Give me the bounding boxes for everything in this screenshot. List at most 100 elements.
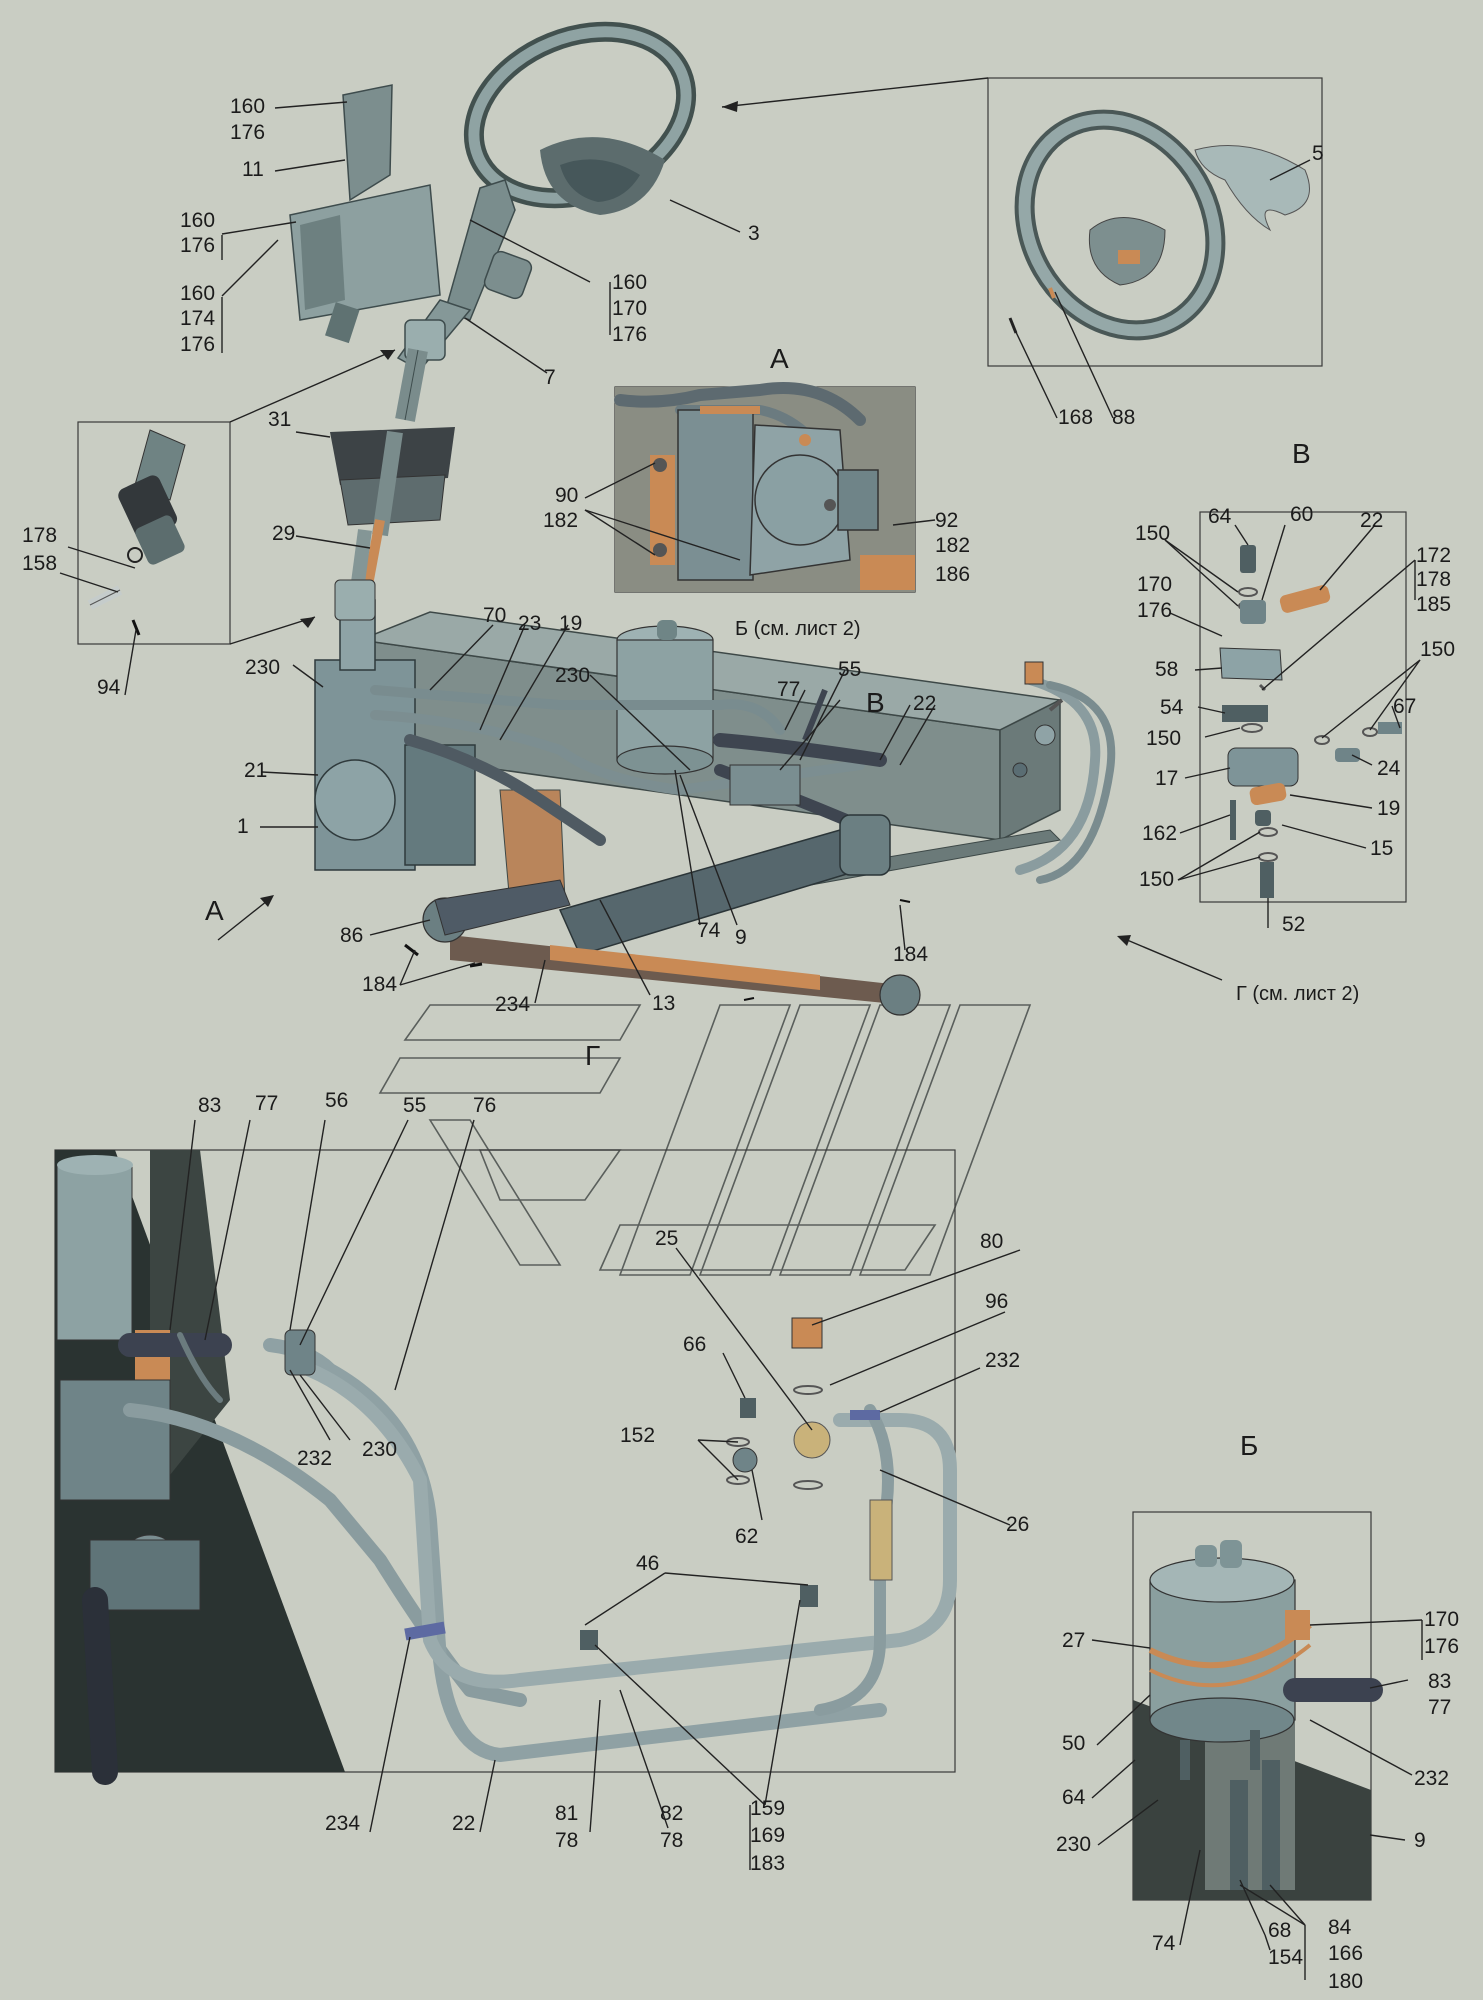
label-19: 19 [1377,797,1400,820]
view-a-arrow [217,896,273,941]
label-78: 78 [555,1829,578,1852]
label-176: 176 [612,323,647,346]
steering-column [395,179,533,422]
label-55: 55 [838,658,861,681]
wheel-detail-frame [987,77,1323,367]
label-1: 1 [237,815,249,838]
view-b-title: Б [1240,1430,1258,1461]
label-67: 67 [1393,695,1416,718]
label-5: 5 [1312,142,1324,165]
label-94: 94 [97,676,121,699]
label-168: 168 [1058,406,1093,429]
label-96: 96 [985,1290,1008,1313]
label-176: 176 [180,333,215,356]
label-88: 88 [1112,406,1135,429]
label-152: 152 [620,1424,655,1447]
label-90: 90 [555,484,578,507]
label-92: 92 [935,509,958,532]
label-186: 186 [935,563,970,586]
label-183: 183 [750,1852,785,1875]
steering-wheel [463,21,697,215]
label-158: 158 [22,552,57,575]
label-160: 160 [230,95,265,118]
label-29: 29 [272,522,295,545]
label-54: 54 [1160,696,1184,719]
label-150: 150 [1420,638,1455,661]
label-230: 230 [555,664,590,687]
label-25: 25 [655,1227,678,1250]
view-b-reference: Б (см. лист 2) [735,618,861,640]
label-185: 185 [1416,593,1451,616]
label-77: 77 [777,678,800,701]
label-17: 17 [1155,767,1178,790]
label-230: 230 [245,656,280,679]
label-232: 232 [297,1447,332,1470]
view-b-detail [1133,1540,1383,1900]
label-62: 62 [735,1525,758,1548]
label-172: 172 [1416,544,1451,567]
label-150: 150 [1146,727,1181,750]
label-3: 3 [748,222,760,245]
pedal-bracket [289,84,441,344]
label-150: 150 [1139,868,1174,891]
chevron-watermark [378,1004,1032,1276]
label-176: 176 [1424,1635,1459,1658]
label-11: 11 [242,158,264,181]
label-184: 184 [362,973,397,996]
label-82: 82 [660,1802,683,1825]
label-77: 77 [255,1092,278,1115]
label-55: 55 [403,1094,426,1117]
ujoint-detail-frame [77,421,231,645]
label-46: 46 [636,1552,659,1575]
label-56: 56 [325,1089,348,1112]
label-26: 26 [1006,1513,1029,1536]
label-22: 22 [452,1812,475,1835]
label-v-marker: В [866,687,885,718]
main-assembly [314,529,1116,1016]
label-166: 166 [1328,1942,1363,1965]
label-23: 23 [518,612,541,635]
label-150: 150 [1135,522,1170,545]
label-174: 174 [180,307,215,330]
leader-lines [59,101,1423,1980]
label-160: 160 [180,282,215,305]
label-24: 24 [1377,757,1401,780]
label-81: 81 [555,1802,578,1825]
label-170: 170 [1137,573,1172,596]
label-178: 178 [22,524,57,547]
view-g-detail [55,1150,957,1785]
label-154: 154 [1268,1946,1303,1969]
top-labels: 160 176 11 160 176 160 174 176 160 170 1… [22,95,1324,699]
label-22: 22 [913,692,936,715]
label-160: 160 [612,271,647,294]
view-a-arrow-label: А [205,895,224,926]
label-52: 52 [1282,913,1305,936]
label-68: 68 [1268,1919,1291,1942]
label-74: 74 [1152,1932,1176,1955]
label-70: 70 [483,604,506,627]
label-78: 78 [660,1829,683,1852]
label-176: 176 [180,234,215,257]
label-159: 159 [750,1797,785,1820]
label-176: 176 [230,121,265,144]
label-86: 86 [340,924,363,947]
view-g-labels: 83 77 56 55 76 25 80 96 66 232 152 62 26… [198,1089,1029,1875]
label-84: 84 [1328,1916,1352,1939]
label-58: 58 [1155,658,1178,681]
view-v-detail [1219,545,1402,898]
label-80: 80 [980,1230,1003,1253]
label-50: 50 [1062,1732,1085,1755]
label-162: 162 [1142,822,1177,845]
label-170: 170 [612,297,647,320]
label-184: 184 [893,943,928,966]
label-182: 182 [543,509,578,532]
view-a-title: А [770,343,789,374]
label-234: 234 [325,1812,360,1835]
label-22: 22 [1360,509,1383,532]
label-7: 7 [544,366,556,389]
view-b-labels: 27 170 176 83 77 50 232 64 230 9 74 68 1… [1056,1608,1459,1993]
label-176: 176 [1137,599,1172,622]
label-232: 232 [1414,1767,1449,1790]
label-230: 230 [362,1438,397,1461]
